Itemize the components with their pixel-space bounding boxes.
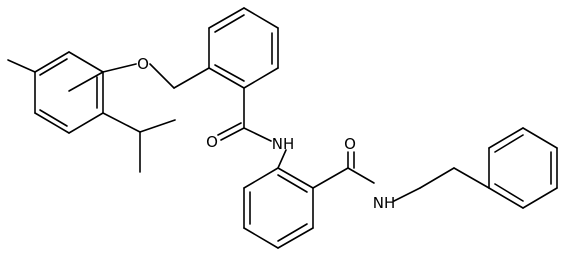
ring-d-bonds (488, 127, 558, 209)
bond-co-double (217, 122, 242, 136)
bond-double-inner (39, 109, 68, 127)
ether-linker (102, 63, 210, 89)
bond (102, 63, 137, 73)
bond-co-double (220, 127, 245, 141)
bond (68, 51, 104, 73)
bond (243, 67, 279, 89)
bond (277, 227, 314, 249)
bond (277, 149, 287, 169)
bond (34, 51, 70, 73)
isopropyl-group (102, 112, 176, 173)
bond (243, 167, 279, 189)
bond (393, 187, 421, 202)
bond-double-inner (214, 64, 245, 82)
bond (173, 67, 210, 89)
amide2-oxygen-label: O (344, 135, 356, 153)
bond (312, 167, 349, 189)
bond (208, 67, 245, 89)
bond (243, 127, 272, 142)
bond (243, 7, 279, 29)
amide-2 (312, 151, 375, 189)
amide1-oxygen-label: O (206, 133, 218, 151)
bond-double-inner (39, 58, 68, 76)
bond (522, 187, 558, 209)
bond (277, 167, 314, 189)
phenethyl-chain (393, 167, 490, 202)
amide1-nitrogen-label: NH (272, 135, 295, 153)
bond (149, 63, 175, 89)
bond (208, 7, 245, 29)
bond (243, 227, 279, 249)
bond (139, 119, 176, 133)
bond-double-inner (494, 183, 524, 202)
bond (488, 187, 524, 209)
amide-1 (217, 87, 287, 169)
bond-double-inner (494, 134, 524, 153)
ring-a-bonds (34, 51, 104, 134)
bond (419, 167, 455, 189)
ring-c-bonds (243, 167, 314, 249)
bond (347, 167, 375, 184)
amide2-nitrogen-label: NH (373, 194, 396, 212)
bond (68, 112, 104, 134)
bond (34, 112, 70, 134)
bond (102, 112, 141, 133)
bond-double-inner (277, 174, 308, 193)
ring-b-bonds (208, 7, 279, 89)
bond-double-inner (214, 14, 245, 33)
bond-double-inner (277, 223, 308, 242)
methyl-bond (7, 59, 36, 73)
bond (68, 71, 104, 92)
bond (488, 127, 524, 149)
bond (522, 127, 558, 149)
ether-oxygen-label: O (137, 55, 149, 73)
bond (453, 167, 490, 189)
